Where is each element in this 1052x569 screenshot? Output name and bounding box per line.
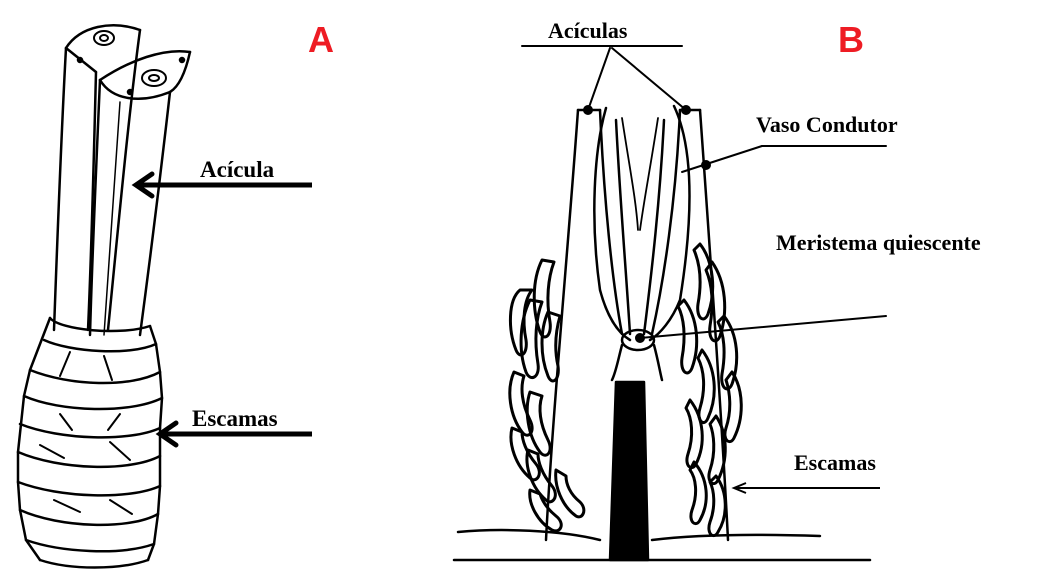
panel-a: A xyxy=(18,19,334,568)
meristema-pointer xyxy=(636,316,886,342)
vaso-condutor-label: Vaso Condutor xyxy=(756,112,898,137)
acicula-label: Acícula xyxy=(200,157,275,182)
scale-sheath-drawing xyxy=(18,318,162,568)
aciculas-pointer xyxy=(522,46,690,114)
aciculas-label: Acículas xyxy=(548,18,628,43)
panel-b: B Acículas xyxy=(454,18,981,560)
vaso-condutor-pointer xyxy=(682,146,886,172)
meristema-quiescente-label: Meristema quiescente xyxy=(776,230,981,255)
longitudinal-section-drawing xyxy=(454,106,870,560)
left-scales-drawing xyxy=(510,260,584,531)
escamas-a-label: Escamas xyxy=(192,406,278,431)
panel-a-letter: A xyxy=(308,19,334,60)
escamas-b-label: Escamas xyxy=(794,450,876,475)
escamas-b-arrow xyxy=(734,483,880,493)
needle-fascicle-drawing xyxy=(54,25,190,335)
right-scales-drawing xyxy=(678,244,741,536)
panel-b-letter: B xyxy=(838,19,864,60)
